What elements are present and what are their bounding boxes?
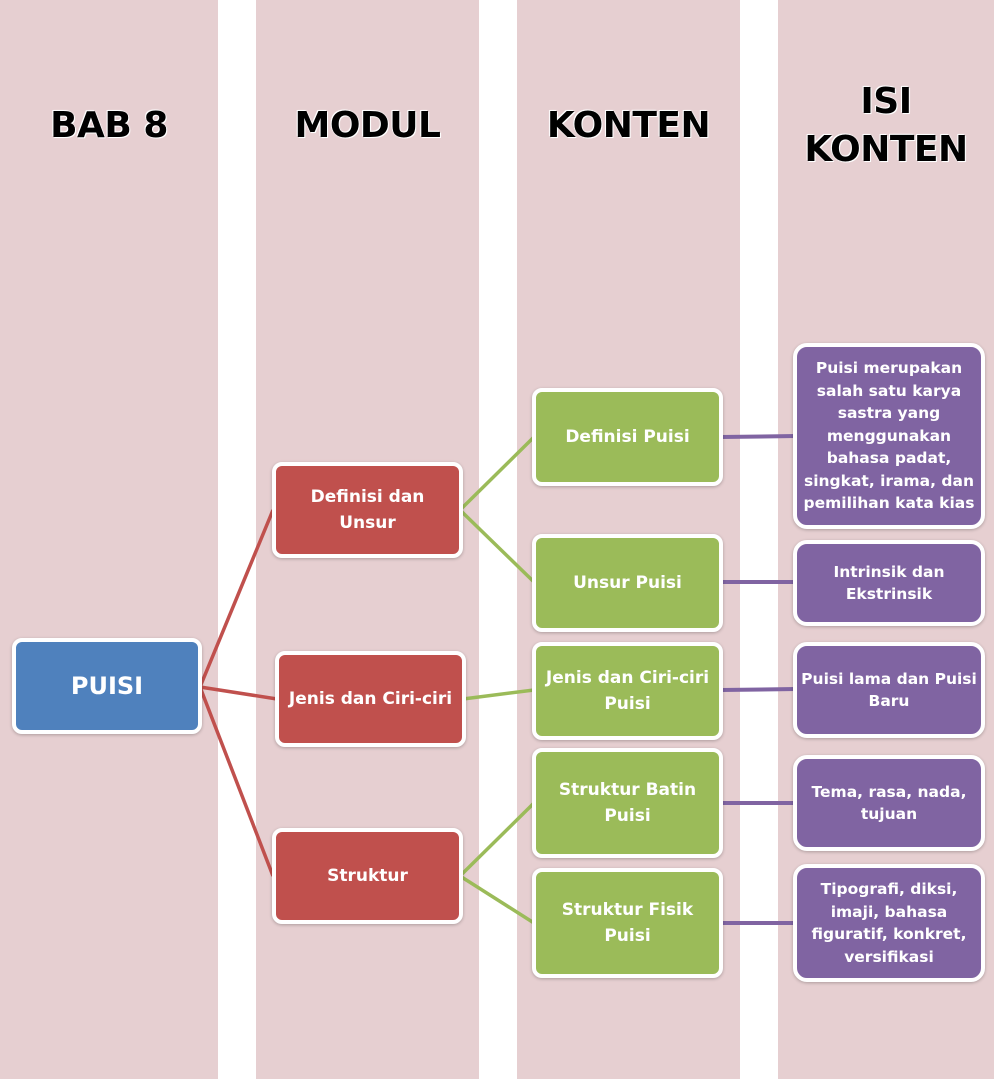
link-modul-konten-2 [462, 688, 535, 701]
node-label: Jenis dan Ciri-ciri Puisi [545, 668, 710, 714]
column-bab: BAB 8 [0, 0, 218, 1079]
node-label: Tema, rasa, nada, tujuan [811, 782, 967, 824]
node-konten-struktur-batin[interactable]: Struktur Batin Puisi [532, 748, 723, 858]
node-label: PUISI [70, 672, 144, 700]
node-label: Definisi Puisi [565, 427, 690, 447]
column-header-bab: BAB 8 [50, 105, 168, 146]
column-header-isi: ISI KONTEN [804, 81, 968, 170]
link-modul-konten-1 [458, 508, 536, 584]
node-label: Unsur Puisi [573, 573, 682, 593]
link-konten-isi-2 [720, 687, 797, 692]
node-label: Tipografi, diksi, imaji, bahasa figurati… [811, 880, 967, 966]
node-label: Intrinsik dan Ekstrinsik [833, 562, 945, 604]
link-konten-isi-0 [720, 434, 797, 439]
node-label: Struktur Batin Puisi [558, 780, 697, 826]
node-konten-definisi-puisi[interactable]: Definisi Puisi [532, 388, 723, 486]
node-modul-jenis-ciri[interactable]: Jenis dan Ciri-ciri [275, 651, 466, 747]
node-root-puisi[interactable]: PUISI [12, 638, 202, 734]
link-modul-konten-0 [458, 435, 536, 512]
node-isi-unsur[interactable]: Intrinsik dan Ekstrinsik [793, 540, 985, 626]
node-modul-definisi-unsur[interactable]: Definisi dan Unsur [272, 462, 463, 558]
node-konten-jenis-ciri-puisi[interactable]: Jenis dan Ciri-ciri Puisi [532, 642, 723, 740]
node-konten-struktur-fisik[interactable]: Struktur Fisik Puisi [532, 868, 723, 978]
node-label: Struktur [327, 866, 408, 886]
link-root-modul-1 [199, 685, 278, 701]
link-root-modul-0 [198, 509, 275, 688]
node-konten-unsur-puisi[interactable]: Unsur Puisi [532, 534, 723, 632]
node-isi-jenis[interactable]: Puisi lama dan Puisi Baru [793, 642, 985, 738]
node-label: Puisi merupakan salah satu karya sastra … [803, 359, 975, 513]
node-label: Puisi lama dan Puisi Baru [801, 669, 977, 711]
link-modul-konten-4 [459, 874, 535, 925]
node-isi-struktur-fisik[interactable]: Tipografi, diksi, imaji, bahasa figurati… [793, 864, 985, 982]
node-isi-struktur-batin[interactable]: Tema, rasa, nada, tujuan [793, 755, 985, 851]
node-modul-struktur[interactable]: Struktur [272, 828, 463, 924]
link-modul-konten-3 [458, 801, 536, 878]
node-label: Definisi dan Unsur [310, 487, 425, 533]
node-label: Struktur Fisik Puisi [561, 900, 694, 946]
link-root-modul-2 [198, 686, 275, 877]
node-label: Jenis dan Ciri-ciri [288, 689, 453, 709]
column-header-modul: MODUL [294, 105, 441, 146]
node-isi-definisi[interactable]: Puisi merupakan salah satu karya sastra … [793, 343, 985, 529]
column-header-konten: KONTEN [546, 105, 711, 146]
